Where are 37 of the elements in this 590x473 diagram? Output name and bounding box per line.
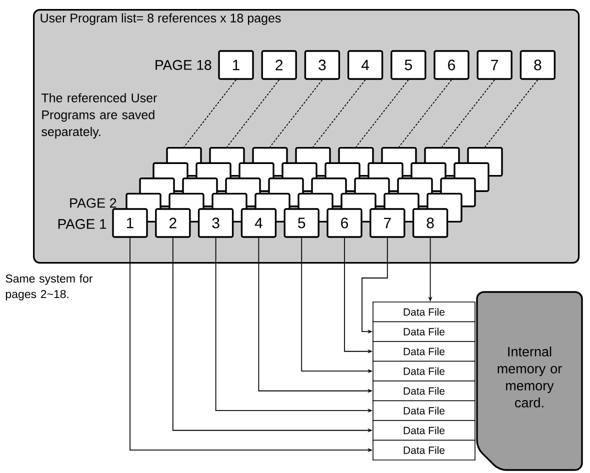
number-box: 5	[284, 208, 320, 238]
number-box: 6	[326, 208, 362, 238]
number-box: 8	[412, 208, 448, 238]
page-label: PAGE 1	[58, 219, 106, 229]
number-box: 4	[347, 50, 384, 80]
note-text: Same system for pages 2~18.	[6, 274, 93, 300]
page-label: PAGE 2	[70, 198, 116, 208]
dashed-line	[312, 79, 366, 148]
number-box: 3	[198, 208, 234, 238]
dashed-line	[398, 79, 452, 148]
data-file-box: Data File	[372, 420, 476, 441]
dashed-line	[226, 79, 280, 148]
data-file-box: Data File	[372, 341, 476, 362]
number-box: 5	[390, 50, 426, 80]
number-box: 7	[370, 208, 406, 238]
memory-card: Internal memory or memory card.	[476, 291, 583, 471]
number-box: 2	[155, 208, 191, 238]
number-box: 2	[261, 50, 297, 80]
dashed-line	[484, 79, 538, 148]
number-box: 1	[112, 208, 148, 238]
number-box: 8	[520, 50, 556, 80]
dashed-line	[270, 79, 323, 148]
number-box: 1	[218, 50, 254, 80]
note-text: The referenced User Programs are saved separately.	[42, 93, 157, 139]
number-box: 6	[434, 50, 470, 80]
data-file-box: Data File	[372, 302, 476, 322]
data-file-box: Data File	[372, 400, 476, 421]
number-box: 3	[304, 50, 340, 80]
data-file-box: Data File	[372, 321, 476, 342]
number-box: 7	[476, 50, 512, 80]
dashed-line	[356, 79, 409, 148]
dashed-line	[184, 79, 236, 148]
number-box: 4	[240, 208, 277, 238]
dashed-line	[442, 79, 496, 148]
data-file-box: Data File	[372, 380, 476, 402]
data-file-box: Data File	[372, 440, 476, 460]
data-file-box: Data File	[372, 360, 476, 382]
